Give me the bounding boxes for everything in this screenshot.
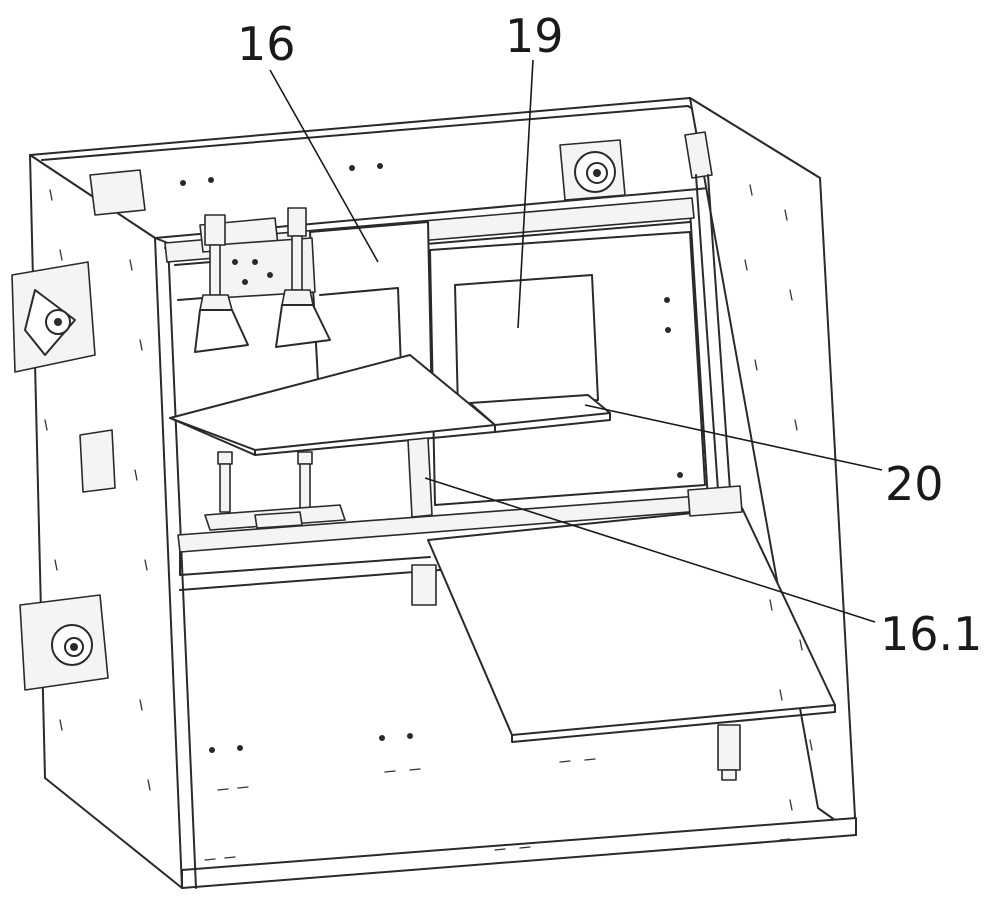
top-motor: [559, 139, 626, 201]
label-19: 19: [505, 9, 564, 63]
leader-lines: [269, 59, 883, 623]
left-motors: [11, 169, 146, 691]
suction-assembly: [194, 207, 331, 353]
mounting-holes: [44, 163, 813, 861]
back-panel-19: [429, 231, 706, 506]
tray: [169, 354, 611, 456]
tray-supports: [204, 437, 433, 531]
leader-20: [584, 404, 883, 471]
callout-labels: 16 19 20 16.1: [237, 9, 982, 661]
sloped-chute: [427, 507, 836, 743]
leader-19: [517, 59, 534, 329]
label-16-1: 16.1: [880, 607, 982, 661]
leader-16-1: [424, 477, 876, 623]
right-guide-rod: [684, 131, 743, 781]
leader-16: [269, 69, 379, 263]
label-16: 16: [237, 17, 296, 71]
label-20: 20: [885, 457, 944, 511]
